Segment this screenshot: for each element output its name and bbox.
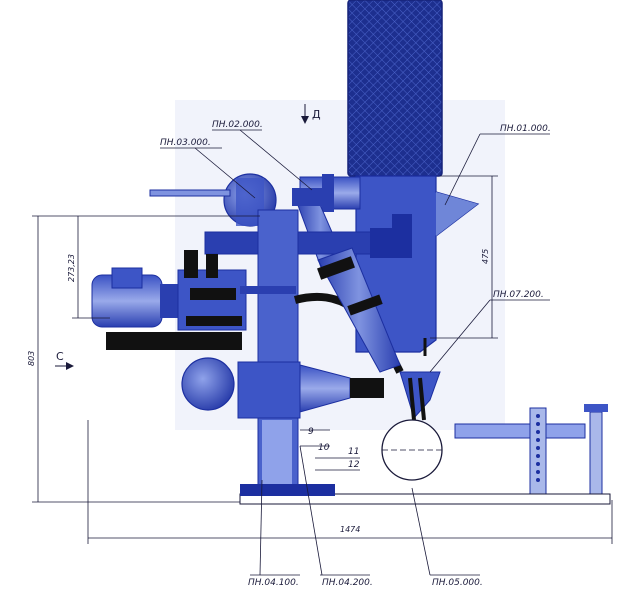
label-9: 9 bbox=[308, 427, 314, 437]
housing-window bbox=[392, 214, 412, 258]
label-pn02: ПН.02.000. bbox=[212, 120, 263, 130]
machine-base-plate bbox=[239, 493, 611, 505]
mesh-hopper bbox=[347, 0, 443, 177]
leader-lines bbox=[160, 129, 550, 576]
clamp-bar bbox=[454, 423, 586, 439]
drive-coupling bbox=[240, 286, 296, 294]
pump-body bbox=[237, 361, 301, 419]
label-pn0420: ПН.04.200. bbox=[322, 578, 373, 588]
clamp-handle bbox=[584, 404, 608, 412]
dimension-lines bbox=[32, 175, 613, 544]
drive-base-plate bbox=[106, 332, 242, 350]
column-foot bbox=[240, 484, 335, 496]
gearbox-pin-2 bbox=[206, 254, 218, 278]
dim-273: 273,23 bbox=[67, 254, 76, 282]
view-label-c: С bbox=[56, 350, 64, 363]
nozzle-rod-1 bbox=[408, 377, 416, 421]
pump-unit bbox=[181, 357, 235, 411]
clamp-screw bbox=[589, 411, 603, 497]
label-pn03: ПН.03.000. bbox=[160, 138, 211, 148]
view-arrow-d bbox=[301, 104, 309, 124]
gearbox-slot bbox=[190, 288, 236, 300]
nozzle-band-2 bbox=[347, 294, 383, 316]
nozzle-band-1 bbox=[317, 256, 355, 280]
gearbox-pin-1 bbox=[184, 250, 198, 278]
view-arrow-c bbox=[55, 362, 74, 370]
label-pn05: ПН.05.000. bbox=[432, 578, 483, 588]
label-pn07: ПН.07.200. bbox=[493, 290, 544, 300]
housing-wedge bbox=[436, 192, 478, 236]
gearbox-base-band bbox=[186, 316, 242, 326]
fan-shaft bbox=[149, 189, 231, 197]
view-label-d: Д bbox=[312, 108, 321, 121]
dim-475: 475 bbox=[481, 249, 490, 264]
label-pn0410: ПН.04.100. bbox=[248, 578, 299, 588]
pump-outlet bbox=[350, 378, 384, 398]
label-10: 10 bbox=[318, 443, 330, 453]
pipe-elbow-joint bbox=[292, 188, 322, 206]
dim-803: 803 bbox=[27, 351, 36, 366]
label-pn01: ПН.01.000. bbox=[500, 124, 551, 134]
label-11: 11 bbox=[348, 447, 359, 457]
elbow-flange bbox=[322, 174, 334, 212]
label-12: 12 bbox=[348, 460, 360, 470]
bracket-clamp bbox=[370, 228, 394, 258]
nozzle-rod-2 bbox=[418, 377, 426, 421]
clamp-post-holes bbox=[536, 414, 540, 482]
motor-terminal-box bbox=[111, 267, 143, 289]
motor-flange bbox=[160, 284, 180, 318]
column-lower-light bbox=[262, 420, 292, 490]
dim-1474: 1474 bbox=[340, 525, 360, 534]
